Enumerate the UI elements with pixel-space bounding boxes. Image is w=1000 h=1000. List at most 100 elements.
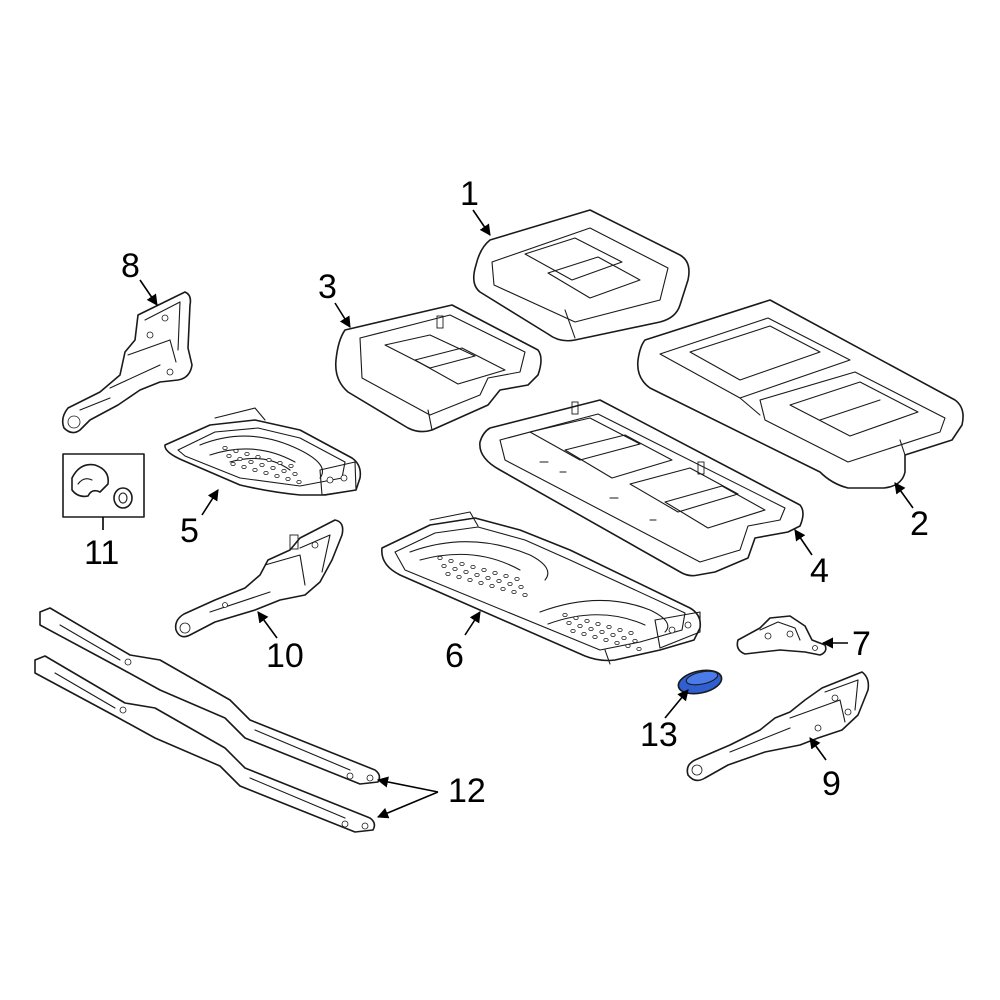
perforation-hole: [222, 445, 228, 450]
perforation-hole: [496, 579, 502, 584]
part-5-seat-frame-small[interactable]: [164, 407, 362, 496]
callout-6: 6: [445, 637, 464, 675]
leader-6: [464, 611, 481, 636]
perforation-hole: [485, 576, 491, 581]
perforation-hole: [632, 639, 638, 644]
perforation-hole: [592, 635, 598, 640]
perforation-hole: [481, 568, 487, 573]
part-8-hinge-bracket[interactable]: [61, 291, 193, 434]
callout-4: 4: [810, 552, 829, 590]
perforation-hole: [259, 462, 265, 467]
perforation-hole: [492, 571, 498, 576]
perforation-hole: [584, 619, 590, 624]
part-2-seatback-cover-large[interactable]: [636, 299, 964, 489]
callout-3: 3: [318, 268, 337, 306]
part-4-seat-cushion-pad-large[interactable]: [479, 399, 804, 577]
part-7-bracket[interactable]: [736, 615, 827, 656]
perforation-hole: [628, 631, 634, 636]
perforation-hole: [445, 572, 451, 577]
perforation-hole: [266, 457, 272, 462]
perforation-hole: [248, 459, 254, 464]
leader-8: [139, 279, 158, 306]
callout-7: 7: [852, 625, 871, 663]
perforation-hole: [459, 562, 465, 567]
perforation-hole: [614, 641, 620, 646]
perforation-hole: [518, 585, 524, 590]
leader-10: [257, 611, 278, 639]
perforation-hole: [274, 473, 280, 478]
leader-5: [201, 489, 219, 516]
callout-11: 11: [84, 534, 119, 572]
perforation-hole: [270, 465, 276, 470]
leader-4: [794, 529, 813, 556]
callout-5: 5: [180, 512, 199, 550]
perforation-hole: [489, 584, 495, 589]
leader-3: [334, 302, 351, 328]
perforation-hole: [456, 575, 462, 580]
perforation-hole: [467, 578, 473, 583]
perforation-hole: [292, 471, 298, 476]
perforation-hole: [277, 460, 283, 465]
leader-12: [376, 776, 439, 793]
perforation-hole: [603, 638, 609, 643]
perforation-hole: [562, 613, 568, 618]
perforation-hole: [610, 633, 616, 638]
perforation-hole: [503, 574, 509, 579]
perforation-hole: [241, 464, 247, 469]
leader-9: [809, 737, 827, 761]
perforation-hole: [226, 453, 232, 458]
perforation-hole: [636, 647, 642, 652]
callout-2: 2: [910, 505, 929, 543]
perforation-hole: [588, 627, 594, 632]
leader-lines: [139, 209, 914, 819]
part-6-seat-frame-large[interactable]: [381, 511, 702, 665]
perforation-hole: [470, 565, 476, 570]
leader-13: [664, 689, 689, 719]
perforation-hole: [566, 621, 572, 626]
perforation-hole: [441, 564, 447, 569]
perforation-hole: [296, 479, 302, 484]
callout-12: 12: [448, 772, 486, 810]
part-10-hinge-bracket[interactable]: [174, 519, 344, 638]
callout-1: 1: [460, 175, 479, 213]
callout-8: 8: [121, 247, 140, 285]
perforation-hole: [581, 632, 587, 637]
perforation-hole: [474, 573, 480, 578]
perforation-hole: [500, 587, 506, 592]
perforation-hole: [621, 636, 627, 641]
perforation-hole: [514, 577, 520, 582]
perforation-hole: [230, 461, 236, 466]
perforation-hole: [448, 559, 454, 564]
perforation-hole: [255, 454, 261, 459]
perforation-hole: [478, 581, 484, 586]
perforation-hole: [617, 628, 623, 633]
part-13-cap-highlighted[interactable]: [676, 667, 724, 698]
perforation-hole: [233, 448, 239, 453]
callout-13: 13: [640, 716, 678, 754]
perforation-hole: [437, 556, 443, 561]
perforation-hole: [599, 630, 605, 635]
perforation-hole: [244, 451, 250, 456]
part-3-seat-cushion-pad-small[interactable]: [334, 304, 542, 433]
leader-12b: [376, 791, 439, 819]
callout-labels: 1 2 3 4 5 6 7 8 9 10 11 12 13: [84, 175, 929, 810]
perforation-hole: [285, 476, 291, 481]
perforation-hole: [288, 463, 294, 468]
part-11-clip-kit[interactable]: [62, 453, 145, 530]
perforation-hole: [573, 616, 579, 621]
part-1-seatback-cover-small[interactable]: [472, 209, 690, 342]
leader-1: [472, 209, 491, 236]
callout-9: 9: [822, 765, 841, 803]
perforation-hole: [452, 567, 458, 572]
perforation-hole: [511, 590, 517, 595]
perforation-hole: [507, 582, 513, 587]
perforation-hole: [281, 468, 287, 473]
part-12-rails[interactable]: [34, 607, 381, 833]
leader-2: [894, 482, 914, 509]
part-9-hinge-bracket[interactable]: [686, 671, 870, 782]
perforation-hole: [595, 622, 601, 627]
perforation-hole: [237, 456, 243, 461]
perforation-hole: [522, 593, 528, 598]
callout-10: 10: [266, 637, 304, 675]
